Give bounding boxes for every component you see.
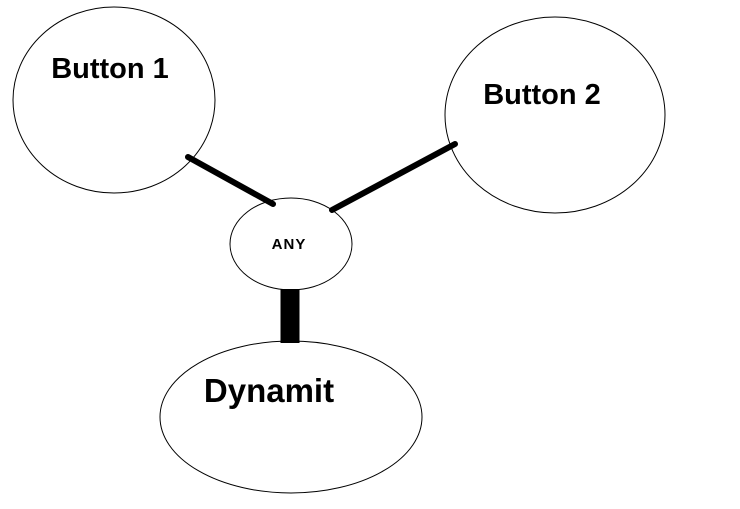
node-dynamit-label: Dynamit — [204, 372, 334, 409]
node-dynamit — [159, 340, 423, 494]
edge-button1-any — [185, 154, 276, 207]
node-button1-label: Button 1 — [51, 53, 169, 85]
edge-button2-any — [329, 141, 458, 213]
node-button2-label: Button 2 — [483, 79, 601, 111]
node-button1 — [12, 6, 216, 194]
node-button2 — [444, 16, 666, 214]
node-any-label: ANY — [272, 236, 307, 253]
